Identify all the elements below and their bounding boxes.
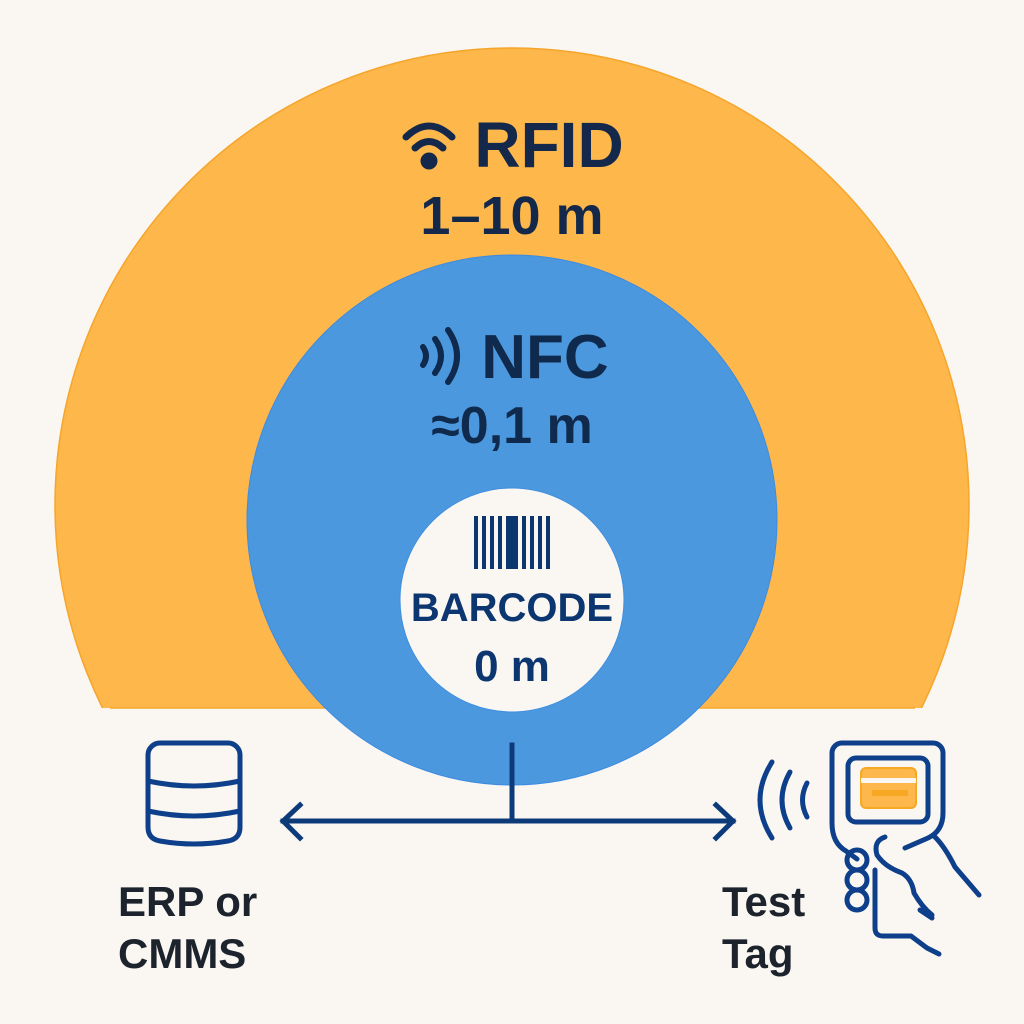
database-icon xyxy=(145,740,243,847)
rfid-range: 1–10 m xyxy=(420,186,604,246)
barcode-title: BARCODE xyxy=(410,586,614,630)
barcode-icon xyxy=(474,516,550,569)
nfc-title: NFC xyxy=(0,322,1024,393)
barcode-range: 0 m xyxy=(474,642,550,691)
test-tag-label: Test Tag xyxy=(722,876,805,980)
test-tag-label-line1: Test xyxy=(722,878,806,925)
wifi-signal-icon xyxy=(402,122,456,170)
barcode-zone xyxy=(399,487,625,713)
arrow-head-right xyxy=(712,801,737,842)
arrow-head-left xyxy=(279,801,304,842)
nfc-name: NFC xyxy=(481,323,609,392)
test-tag-label-line2: Tag xyxy=(722,930,794,977)
rfid-name: RFID xyxy=(474,109,624,181)
scanner-screen-card-icon xyxy=(860,767,917,809)
nfc-range: ≈0,1 m xyxy=(431,397,593,455)
erp-cmms-label: ERP or CMMS xyxy=(118,876,257,980)
rfid-title: RFID xyxy=(0,108,1024,182)
handheld-scanner-icon xyxy=(829,740,982,957)
erp-label-line2: CMMS xyxy=(118,930,247,977)
connector-arrow xyxy=(279,742,737,842)
nfc-waves-icon xyxy=(420,326,461,385)
erp-label-line1: ERP or xyxy=(118,878,258,925)
nfc-waves-icon-right xyxy=(757,759,810,841)
